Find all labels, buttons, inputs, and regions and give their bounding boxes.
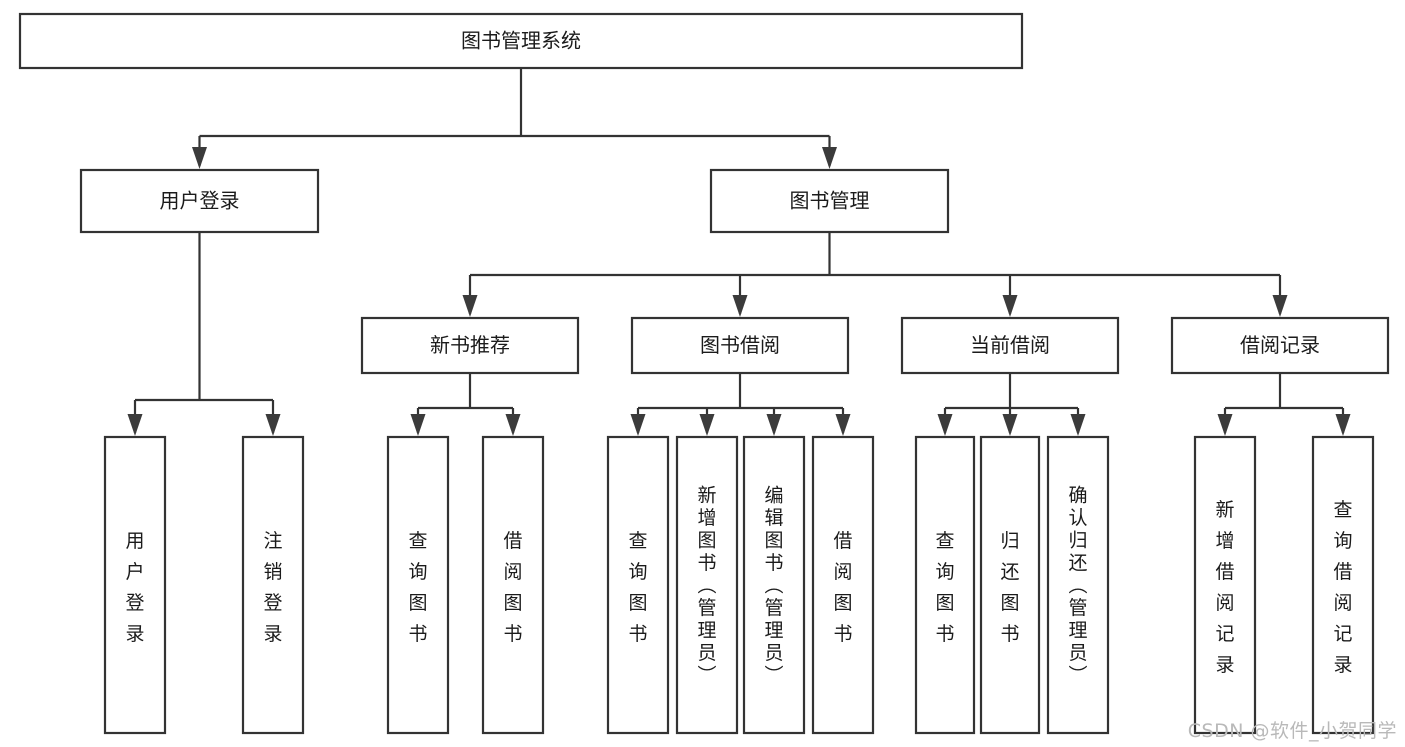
- node-label: 编辑图书︵管理员︶: [764, 484, 783, 686]
- node-leaf-11[interactable]: 新增借阅记录: [1193, 435, 1257, 735]
- arrow-head-icon: [937, 414, 953, 436]
- node-label: 图书管理: [790, 189, 870, 213]
- node-leaf-4[interactable]: 查询图书: [606, 435, 670, 735]
- arrow-head-icon: [505, 414, 521, 436]
- arrow-head-icon: [1217, 414, 1233, 436]
- arrow-head-icon: [127, 414, 143, 436]
- node-box-l3-0[interactable]: [360, 316, 580, 375]
- node-leaf-6[interactable]: 编辑图书︵管理员︶: [742, 435, 806, 735]
- connectors-layer: [127, 68, 1351, 436]
- node-l3-2[interactable]: 当前借阅: [900, 316, 1120, 375]
- arrow-head-icon: [1002, 295, 1018, 317]
- node-label: 查询图书: [628, 530, 647, 645]
- node-l2-1[interactable]: 图书管理: [709, 168, 950, 234]
- node-label: 归还图书: [1000, 530, 1019, 645]
- node-label: 用户登录: [125, 530, 144, 645]
- arrow-head-icon: [732, 295, 748, 317]
- node-label: 图书借阅: [700, 333, 780, 357]
- node-leaf-9[interactable]: 归还图书: [979, 435, 1041, 735]
- node-label: 新增图书︵管理员︶: [697, 484, 716, 686]
- node-leaf-10[interactable]: 确认归还︵管理员︶: [1046, 435, 1110, 735]
- node-box-leaf-8[interactable]: [914, 435, 976, 735]
- arrow-head-icon: [1002, 414, 1018, 436]
- node-leaf-0[interactable]: 用户登录: [103, 435, 167, 735]
- node-box-l3-3[interactable]: [1170, 316, 1390, 375]
- node-leaf-3[interactable]: 借阅图书: [481, 435, 545, 735]
- node-l2-0[interactable]: 用户登录: [79, 168, 320, 234]
- arrow-head-icon: [462, 295, 478, 317]
- node-box-leaf-7[interactable]: [811, 435, 875, 735]
- node-box-l2-0[interactable]: [79, 168, 320, 234]
- node-leaf-1[interactable]: 注销登录: [241, 435, 305, 735]
- node-l3-1[interactable]: 图书借阅: [630, 316, 850, 375]
- node-l3-0[interactable]: 新书推荐: [360, 316, 580, 375]
- node-box-leaf-9[interactable]: [979, 435, 1041, 735]
- arrow-head-icon: [410, 414, 426, 436]
- arrow-head-icon: [1272, 295, 1288, 317]
- node-box-leaf-5[interactable]: [675, 435, 739, 735]
- node-box-l2-1[interactable]: [709, 168, 950, 234]
- node-box-leaf-12[interactable]: [1311, 435, 1375, 735]
- arrow-head-icon: [1070, 414, 1086, 436]
- node-label: 查询图书: [408, 530, 427, 645]
- node-leaf-2[interactable]: 查询图书: [386, 435, 450, 735]
- node-root-0[interactable]: 图书管理系统: [18, 12, 1024, 70]
- node-label: 查询借阅记录: [1333, 499, 1352, 676]
- node-label: 新书推荐: [430, 333, 510, 357]
- arrow-head-icon: [699, 414, 715, 436]
- arrow-head-icon: [766, 414, 782, 436]
- node-label: 确认归还︵管理员︶: [1068, 484, 1087, 686]
- node-leaf-5[interactable]: 新增图书︵管理员︶: [675, 435, 739, 735]
- arrow-head-icon: [1335, 414, 1351, 436]
- node-label: 用户登录: [160, 189, 240, 213]
- arrow-head-icon: [192, 147, 207, 169]
- node-label: 注销登录: [263, 530, 282, 645]
- nodes-layer: 图书管理系统用户登录图书管理新书推荐图书借阅当前借阅借阅记录用户登录注销登录查询…: [18, 12, 1390, 735]
- node-box-leaf-6[interactable]: [742, 435, 806, 735]
- node-box-leaf-4[interactable]: [606, 435, 670, 735]
- node-label: 新增借阅记录: [1215, 499, 1234, 676]
- node-l3-3[interactable]: 借阅记录: [1170, 316, 1390, 375]
- node-box-l3-2[interactable]: [900, 316, 1120, 375]
- arrow-head-icon: [835, 414, 851, 436]
- node-box-leaf-2[interactable]: [386, 435, 450, 735]
- node-leaf-12[interactable]: 查询借阅记录: [1311, 435, 1375, 735]
- node-label: 查询图书: [935, 530, 954, 645]
- arrow-head-icon: [822, 147, 837, 169]
- node-box-leaf-1[interactable]: [241, 435, 305, 735]
- node-box-leaf-3[interactable]: [481, 435, 545, 735]
- node-label: 借阅图书: [503, 530, 522, 645]
- node-box-l3-1[interactable]: [630, 316, 850, 375]
- node-label: 借阅记录: [1240, 333, 1320, 357]
- node-box-leaf-0[interactable]: [103, 435, 167, 735]
- arrow-head-icon: [265, 414, 281, 436]
- node-label: 借阅图书: [833, 530, 852, 645]
- node-box-leaf-11[interactable]: [1193, 435, 1257, 735]
- node-box-root-0[interactable]: [18, 12, 1024, 70]
- node-leaf-8[interactable]: 查询图书: [914, 435, 976, 735]
- node-leaf-7[interactable]: 借阅图书: [811, 435, 875, 735]
- node-label: 图书管理系统: [461, 29, 581, 53]
- arrow-head-icon: [630, 414, 646, 436]
- node-label: 当前借阅: [970, 333, 1050, 357]
- node-box-leaf-10[interactable]: [1046, 435, 1110, 735]
